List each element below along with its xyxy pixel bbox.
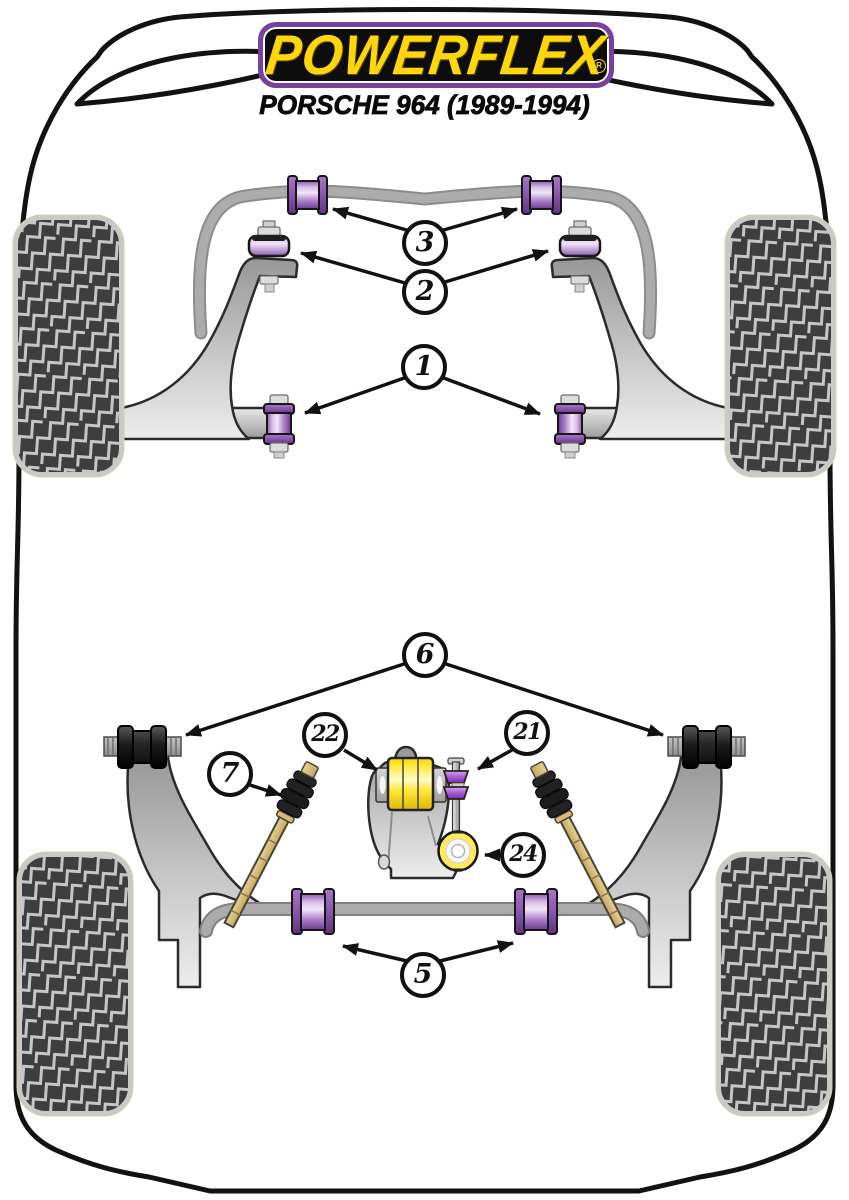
model-title: PORSCHE 964 (1989-1994)	[259, 90, 590, 121]
arrow-2-left	[300, 250, 406, 285]
callout-21-label: 21	[513, 719, 542, 745]
tire-rear-right	[715, 851, 833, 1117]
callout-1-label: 1	[414, 350, 434, 382]
rear-anti-roll-bar	[199, 902, 650, 938]
callout-2: 2	[402, 269, 448, 315]
powerflex-logo: POWERFLEX R	[258, 22, 614, 88]
callout-2-label: 2	[415, 275, 435, 307]
callout-7: 7	[207, 751, 253, 797]
arrow-7	[249, 783, 282, 797]
callout-3: 3	[402, 220, 448, 266]
brand-wordmark: POWERFLEX	[262, 23, 610, 87]
registered-trademark-icon: R	[592, 59, 606, 73]
tire-rear-left	[16, 851, 134, 1117]
car-body-outline	[13, 7, 836, 1194]
rear-arb-bushing-right	[514, 888, 558, 935]
arrow-1-left	[304, 375, 408, 415]
arrow-2-right	[444, 249, 549, 284]
arrow-3-right	[439, 206, 518, 233]
callout-arrows	[185, 206, 664, 963]
arrow-1-right	[440, 375, 541, 416]
callout-7-label: 7	[220, 757, 240, 789]
callout-3-label: 3	[415, 226, 435, 258]
callout-6: 6	[402, 632, 448, 678]
callout-22-label: 22	[311, 721, 340, 747]
arrow-3-left	[332, 206, 411, 233]
gear-linkage-bushings	[442, 757, 470, 853]
callout-24: 24	[500, 832, 546, 878]
callout-22: 22	[302, 712, 348, 758]
callout-1: 1	[401, 344, 447, 390]
callout-24-label: 24	[509, 841, 538, 867]
arrow-21	[477, 748, 513, 771]
callout-6-label: 6	[415, 638, 435, 670]
arrow-6-right	[445, 662, 664, 737]
arrow-5-right	[439, 940, 514, 963]
arrow-5-left	[342, 943, 408, 963]
arrow-6-left	[185, 662, 405, 737]
callout-21: 21	[504, 710, 550, 756]
tire-front-right	[724, 214, 837, 478]
gearbox-mount-assembly	[367, 745, 479, 880]
tire-front-left	[12, 214, 125, 478]
arrow-22	[343, 748, 378, 772]
front-arb-bushing-right	[521, 175, 562, 215]
callout-5-label: 5	[413, 958, 433, 990]
gearbox-mount-bushing	[375, 756, 447, 812]
front-anti-roll-bar	[192, 184, 658, 340]
callout-5: 5	[400, 952, 446, 998]
front-arb-bushing-left	[287, 175, 328, 215]
shift-rod-bushing	[437, 830, 479, 872]
rear-arb-bushing-left	[291, 888, 335, 935]
